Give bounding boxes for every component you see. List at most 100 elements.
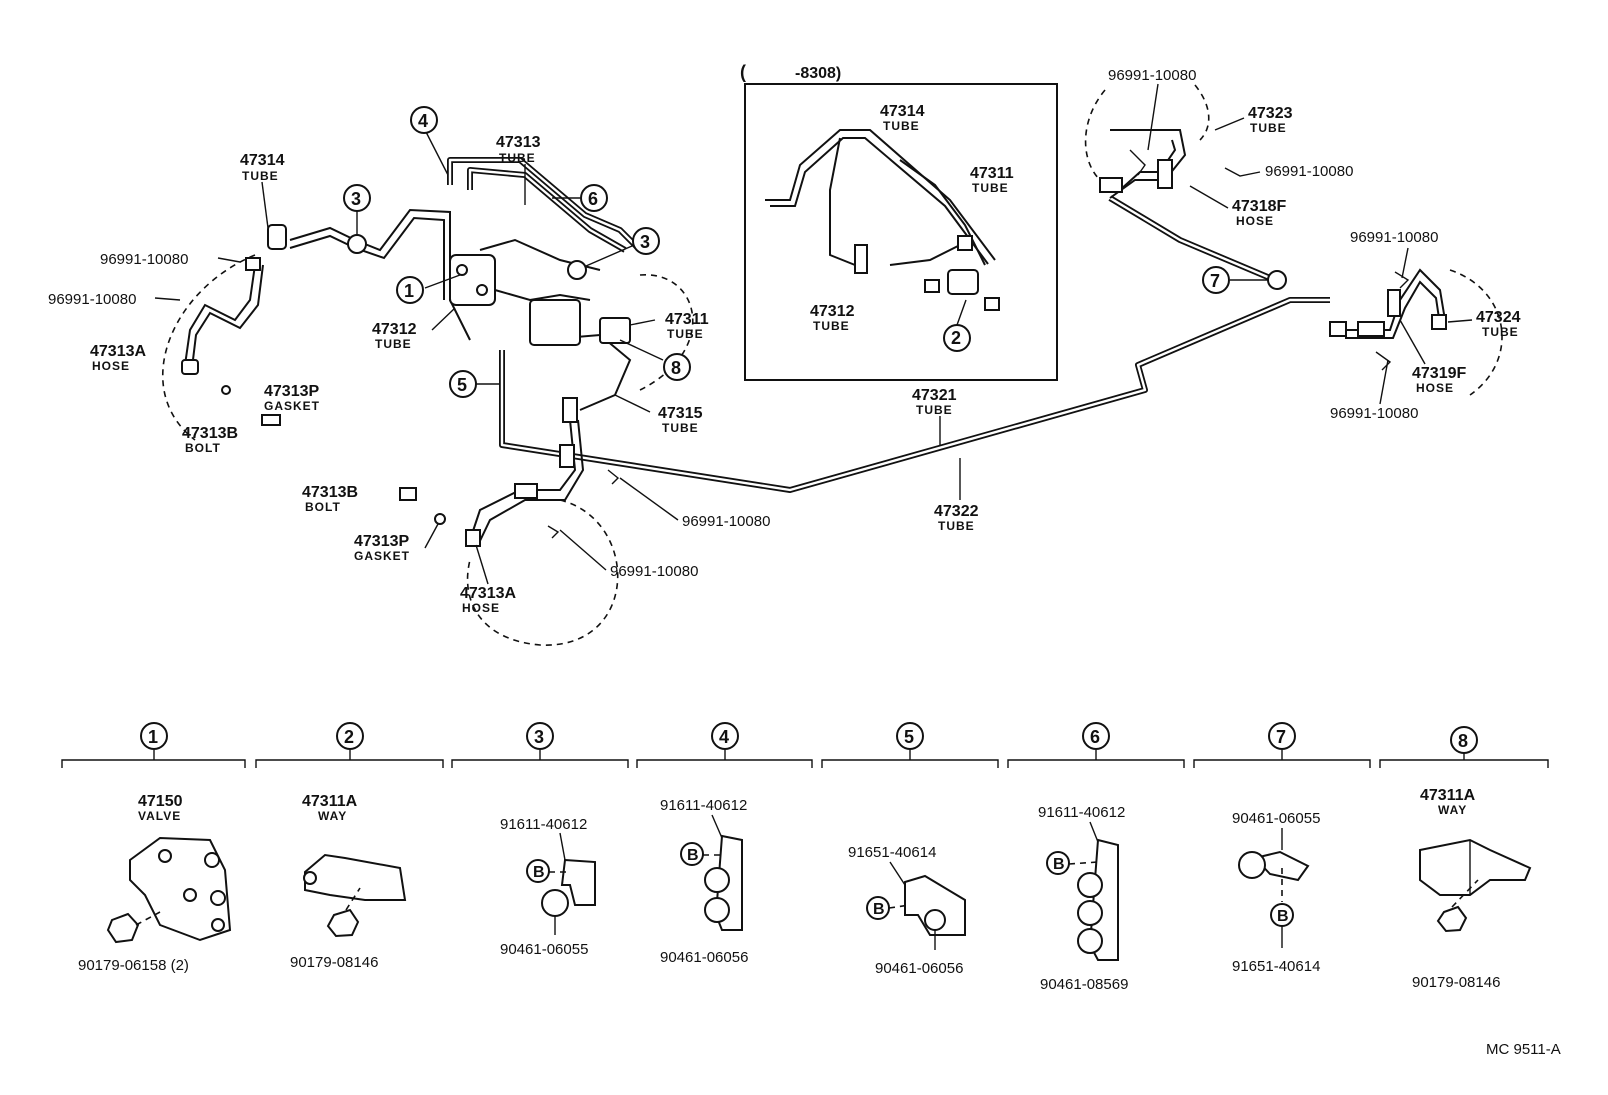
detail-5: 5 91651-40614 B 90461-06056 <box>848 722 966 977</box>
wheel-outline <box>1194 84 1210 141</box>
pipe-junction <box>347 234 367 254</box>
main-labels: 47314 TUBE 47313 TUBE 96991-10080 96991-… <box>48 67 1521 615</box>
bolt-marker: B <box>687 847 699 864</box>
part-desc: HOSE <box>92 359 130 373</box>
part-desc: GASKET <box>264 399 320 413</box>
ref-number: 5 <box>457 375 467 395</box>
detail-part-number: 90461-08569 <box>1040 976 1128 993</box>
detail-6: 6 91611-40612 B 90461-08569 <box>1038 722 1128 993</box>
part-number: 96991-10080 <box>1108 67 1196 84</box>
detail-brackets <box>61 750 1549 768</box>
detail-part-number: 90461-06055 <box>1232 810 1320 827</box>
inset-label-left: ( <box>740 62 746 82</box>
part-number: 47313B <box>302 484 358 501</box>
fittings <box>181 159 1447 547</box>
detail-part-number: 90179-08146 <box>1412 974 1500 991</box>
part-number: 47311 <box>665 311 709 328</box>
part-desc: TUBE <box>499 151 536 165</box>
bolt-marker: B <box>1277 908 1289 925</box>
part-number: 47324 <box>1476 309 1521 326</box>
part-desc: TUBE <box>375 337 412 351</box>
wheel-outline <box>1449 269 1503 396</box>
detail-7: 7 90461-06055 B 91651-40614 <box>1232 722 1320 975</box>
part-number: 96991-10080 <box>1350 229 1438 246</box>
ref-circle <box>632 227 660 255</box>
part-number: 47314 <box>240 152 285 169</box>
part-desc: HOSE <box>462 601 500 615</box>
inset-label-right: -8308) <box>795 65 841 82</box>
part-number: 96991-10080 <box>1265 163 1353 180</box>
ref-number: 3 <box>640 232 650 252</box>
detail-part-number: 47311A <box>1420 787 1476 804</box>
detail-ref: 6 <box>1090 727 1100 747</box>
diagram-code: MC 9511-A <box>1486 1041 1561 1058</box>
part-desc: GASKET <box>354 549 410 563</box>
detail-ref: 1 <box>148 727 158 747</box>
ref-circle <box>396 276 424 304</box>
bolt-marker: B <box>533 864 545 881</box>
detail-part-number: 91651-40614 <box>1232 958 1320 975</box>
part-number: 47315 <box>658 405 703 422</box>
pipe-routes <box>184 129 1446 546</box>
ref-circle <box>1202 266 1230 294</box>
part-desc: TUBE <box>662 421 699 435</box>
part-desc: HOSE <box>1236 214 1274 228</box>
ref-number: 1 <box>404 281 414 301</box>
inset-part-number: 47314 <box>880 103 925 120</box>
detail-ref: 7 <box>1276 727 1286 747</box>
detail-strip: 1 47150 VALVE 90179-06158 (2) 2 47311A W… <box>61 722 1549 993</box>
part-number: 47321 <box>912 387 957 404</box>
part-desc: TUBE <box>916 403 953 417</box>
part-desc: TUBE <box>1250 121 1287 135</box>
detail-ref: 3 <box>534 727 544 747</box>
part-number: 47322 <box>934 503 979 520</box>
bolt-marker: B <box>1053 856 1065 873</box>
detail-part-number: 90461-06055 <box>500 941 588 958</box>
inset-part-number: 47312 <box>810 303 855 320</box>
detail-part-number: 47150 <box>138 793 183 810</box>
part-number: 47313A <box>90 343 146 360</box>
inset-part-desc: TUBE <box>813 319 850 333</box>
ref-circle <box>580 184 608 212</box>
part-desc: TUBE <box>667 327 704 341</box>
detail-ref: 5 <box>904 727 914 747</box>
ref-circle <box>343 184 371 212</box>
part-number: 47313P <box>264 383 319 400</box>
detail-1: 1 47150 VALVE 90179-06158 (2) <box>78 722 232 974</box>
wheel-outline <box>1084 89 1106 181</box>
part-number: 96991-10080 <box>1330 405 1418 422</box>
detail-ref: 8 <box>1458 731 1468 751</box>
ref-number: 3 <box>351 189 361 209</box>
inset-ref-number: 2 <box>951 328 961 348</box>
ref-number: 7 <box>1210 271 1220 291</box>
part-number: 47313A <box>460 585 516 602</box>
detail-part-desc: WAY <box>318 809 347 823</box>
part-desc: HOSE <box>1416 381 1454 395</box>
ref-callouts: 4 1 3 3 6 5 8 7 <box>343 106 1268 398</box>
part-desc: TUBE <box>242 169 279 183</box>
part-desc: BOLT <box>185 441 221 455</box>
detail-part-number: 90461-06056 <box>875 960 963 977</box>
bolt-marker: B <box>873 901 885 918</box>
detail-part-number: 91611-40612 <box>500 816 587 833</box>
pipe-junction <box>567 260 587 280</box>
detail-3: 3 91611-40612 B 90461-06055 <box>500 722 596 958</box>
part-number: 96991-10080 <box>48 291 136 308</box>
detail-part-number: 90179-06158 (2) <box>78 957 189 974</box>
ref-circle <box>449 370 477 398</box>
part-number: 96991-10080 <box>610 563 698 580</box>
ref-number: 4 <box>418 111 428 131</box>
ref-circle <box>410 106 438 134</box>
ref-number: 8 <box>671 358 681 378</box>
part-desc: TUBE <box>938 519 975 533</box>
part-number: 47313P <box>354 533 409 550</box>
detail-part-desc: VALVE <box>138 809 181 823</box>
part-number: 96991-10080 <box>100 251 188 268</box>
part-number: 47313 <box>496 134 541 151</box>
inset-box: ( -8308) 47314 TUBE 47311 TUBE 47312 TUB… <box>740 62 1058 381</box>
part-number: 47313B <box>182 425 238 442</box>
pipe-junction <box>1267 270 1287 290</box>
detail-4: 4 91611-40612 B 90461-06056 <box>660 722 748 966</box>
detail-2: 2 47311A WAY 90179-08146 <box>290 722 407 971</box>
